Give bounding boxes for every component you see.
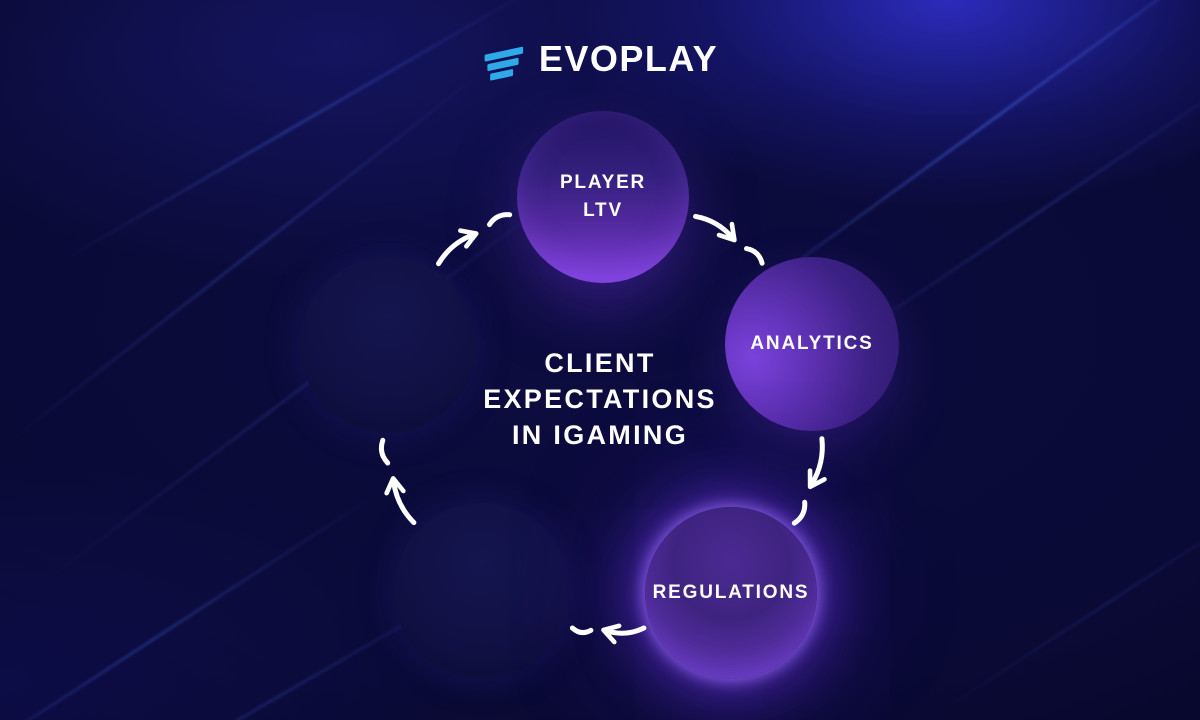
cycle-node-unlabeled-bottom <box>394 503 570 679</box>
flow-arrow <box>378 437 391 466</box>
flow-arrow <box>791 499 808 526</box>
evoplay-logo: EVOPLAY <box>482 36 718 82</box>
flow-arrow <box>569 625 594 636</box>
evoplay-e-icon <box>484 46 524 81</box>
flow-arrow <box>384 476 417 526</box>
light-ray <box>0 493 378 720</box>
title-line: EXPECTATIONS <box>483 384 717 415</box>
flow-arrow <box>601 623 647 645</box>
cycle-node-unlabeled-left <box>300 257 476 433</box>
node-label: REGULATIONS <box>652 582 810 604</box>
title-line: CLIENT <box>544 348 656 379</box>
cycle-node-analytics: ANALYTICS <box>725 257 899 431</box>
node-label: PLAYER LTV <box>559 172 647 221</box>
flow-arrow <box>807 436 827 490</box>
central-title: CLIENT EXPECTATIONS IN IGAMING <box>483 346 717 454</box>
node-label: ANALYTICS <box>750 333 874 355</box>
brand-wordmark: EVOPLAY <box>538 38 719 79</box>
flow-arrow <box>693 213 737 243</box>
title-line: IN IGAMING <box>512 419 688 450</box>
flow-arrow <box>487 212 513 228</box>
cycle-node-regulations: REGULATIONS <box>645 507 817 679</box>
cycle-node-player-ltv: PLAYER LTV <box>517 111 689 283</box>
flow-arrow <box>744 246 765 266</box>
light-ray <box>56 0 544 265</box>
light-ray <box>916 474 1200 720</box>
